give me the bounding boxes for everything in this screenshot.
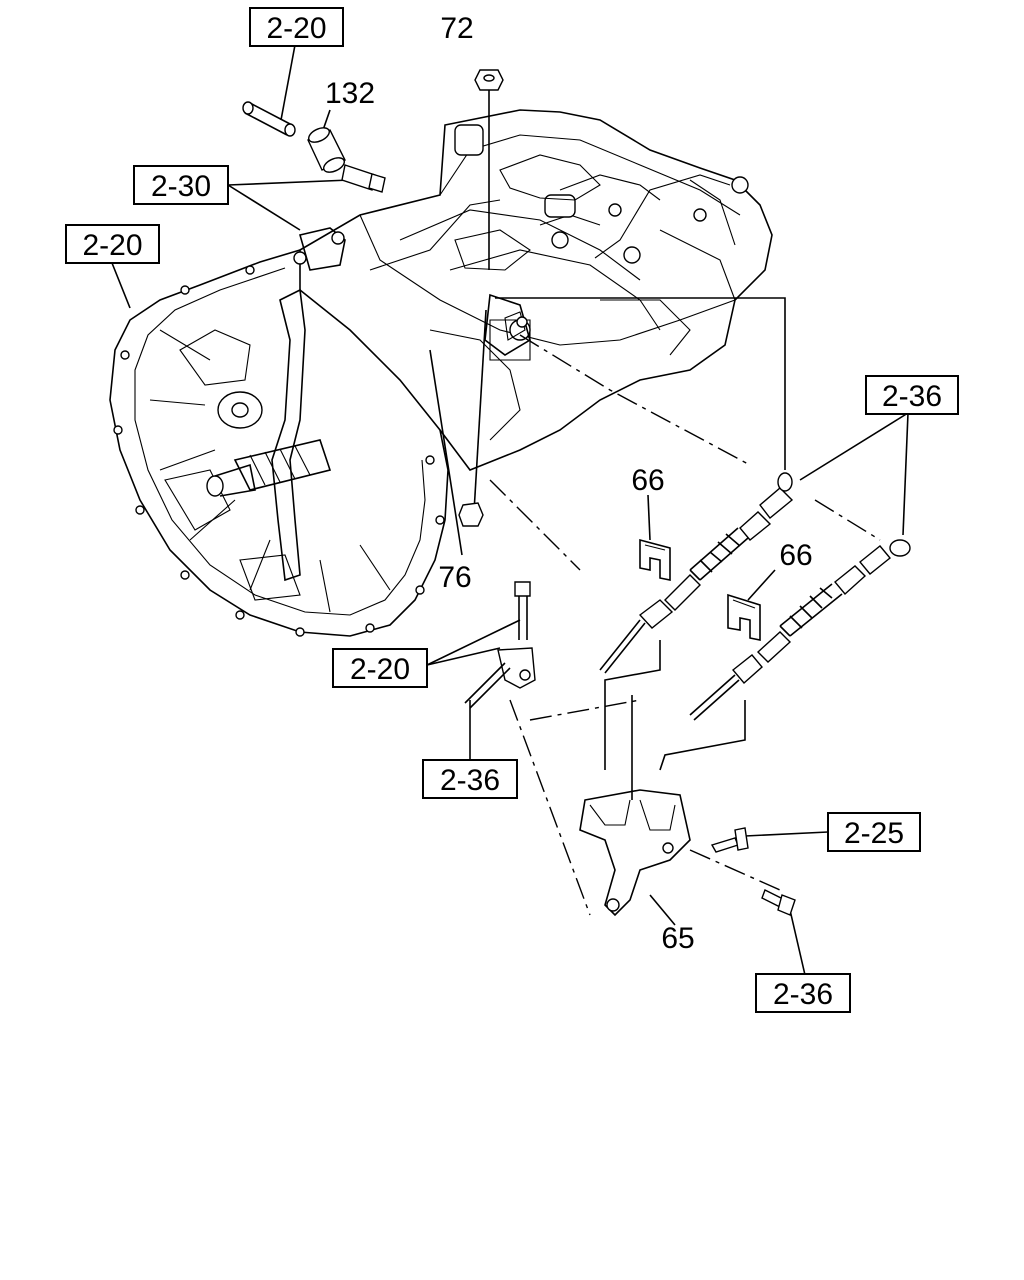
callout-ref-bottom-left-label: 2-20 <box>350 653 410 686</box>
callout-ref-bottom-left: 2-20 <box>332 648 428 688</box>
bolt-icon <box>341 164 386 193</box>
part-132-label: 132 <box>325 77 375 110</box>
callout-ref-bottom-right: 2-36 <box>755 973 851 1013</box>
callout-ref-lower-left: 2-36 <box>422 759 518 799</box>
nut-icon <box>474 69 504 91</box>
shift-cable-icon <box>599 472 794 674</box>
part-76-label: 76 <box>438 561 471 594</box>
bolt-icon <box>464 581 536 709</box>
callout-ref-left-label: 2-20 <box>82 229 142 262</box>
cable-clip-icon <box>639 538 671 581</box>
callout-ref-top-left-label: 2-20 <box>266 12 326 45</box>
part-72-label: 72 <box>440 12 473 45</box>
callout-ref-top-left: 2-20 <box>249 7 344 47</box>
callout-ref-2-30: 2-30 <box>133 165 229 205</box>
cable-clip-icon <box>727 593 761 641</box>
part-66-a-label: 66 <box>631 464 664 497</box>
callout-ref-2-25-label: 2-25 <box>844 817 904 850</box>
leader-lines <box>109 44 909 976</box>
bolt-icon <box>710 827 749 853</box>
callout-ref-left: 2-20 <box>65 224 160 264</box>
pin-icon <box>242 101 296 137</box>
nut-icon <box>458 502 484 527</box>
callout-ref-bottom-right-label: 2-36 <box>773 978 833 1011</box>
callout-ref-right-cable-label: 2-36 <box>882 380 942 413</box>
part-66-b-label: 66 <box>779 539 812 572</box>
transmission-assembly-icon <box>109 109 773 637</box>
callout-ref-right-cable: 2-36 <box>865 375 959 415</box>
shift-cable-icon <box>689 539 911 721</box>
callout-ref-lower-left-label: 2-36 <box>440 764 500 797</box>
part-65-label: 65 <box>661 922 694 955</box>
callout-ref-2-30-label: 2-30 <box>151 170 211 203</box>
callout-ref-2-25: 2-25 <box>827 812 921 852</box>
bushing-icon <box>307 127 346 173</box>
cable-bracket-icon <box>579 789 691 917</box>
bolt-icon <box>761 889 796 916</box>
